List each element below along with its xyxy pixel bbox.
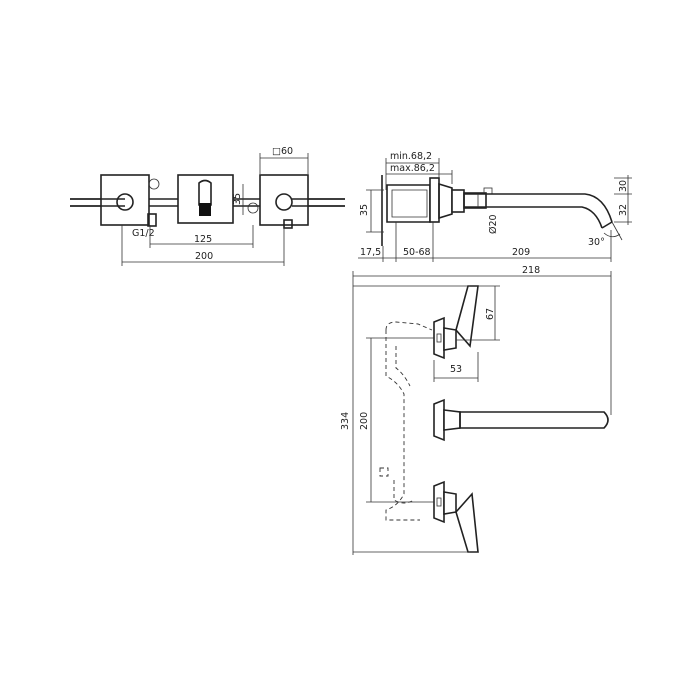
dim-50-68: 50-68 <box>403 247 431 258</box>
dim-min-68-2: min.68,2 <box>390 151 432 162</box>
dim-30-degrees: 30° <box>588 237 605 248</box>
top-view: 218 67 53 334 <box>340 265 612 555</box>
dim-d20: Ø20 <box>488 214 499 234</box>
dim-35-side: 35 <box>359 204 370 216</box>
dim-17-5: 17,5 <box>360 247 381 258</box>
dim-square-60: □60 <box>272 146 293 157</box>
dim-209: 209 <box>512 247 530 258</box>
dim-35-front: 35 <box>232 193 243 205</box>
dim-32: 32 <box>618 204 629 216</box>
dim-max-86-2: max.86,2 <box>390 163 435 174</box>
dim-200-front: 200 <box>195 251 213 262</box>
dim-53: 53 <box>450 364 462 375</box>
right-handle-body <box>259 174 309 226</box>
dim-334: 334 <box>340 412 351 430</box>
dim-125: 125 <box>194 234 212 245</box>
dim-218: 218 <box>522 265 540 276</box>
dim-67: 67 <box>485 308 496 320</box>
dim-30-top: 30 <box>618 180 629 192</box>
front-view: □60 35 G1/2 125 200 <box>70 146 345 266</box>
side-view: min.68,2 max.86,2 35 17,5 50-68 209 Ø20 … <box>358 151 632 262</box>
dim-200-top: 200 <box>359 412 370 430</box>
left-handle-body <box>100 174 150 226</box>
dim-g12: G1/2 <box>132 228 155 239</box>
spout-outlet <box>199 203 211 216</box>
